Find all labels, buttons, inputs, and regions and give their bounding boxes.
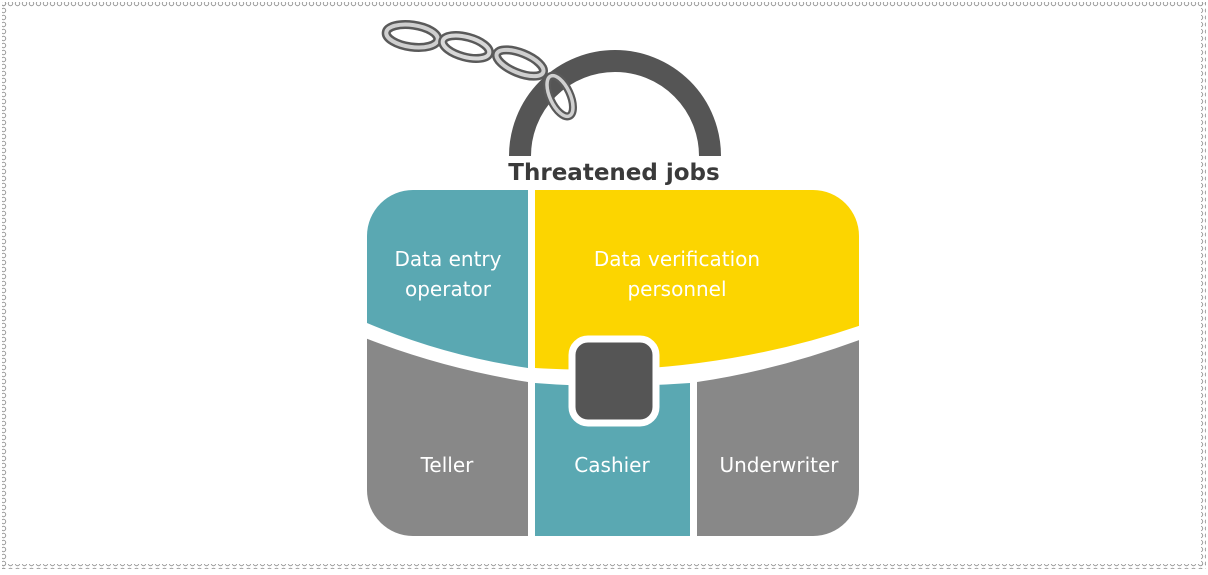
briefcase-clasp (568, 335, 660, 427)
segment-cashier (535, 383, 690, 536)
label-data-entry-line1: Data entry (395, 247, 502, 271)
briefcase-body (367, 190, 859, 536)
label-data-entry-line2: operator (405, 277, 492, 301)
segment-teller (367, 336, 528, 536)
briefcase-handle (509, 50, 721, 157)
label-cashier: Cashier (574, 453, 650, 477)
label-data-verification-line2: personnel (627, 277, 726, 301)
diagram-title: Threatened jobs (508, 160, 719, 186)
segment-data-verification (535, 190, 859, 370)
label-underwriter: Underwriter (719, 453, 839, 477)
chain-icon (381, 20, 577, 121)
segment-underwriter (697, 336, 859, 536)
label-teller: Teller (420, 453, 475, 477)
segment-data-entry (367, 190, 528, 368)
label-data-verification-line1: Data verification (594, 247, 760, 271)
